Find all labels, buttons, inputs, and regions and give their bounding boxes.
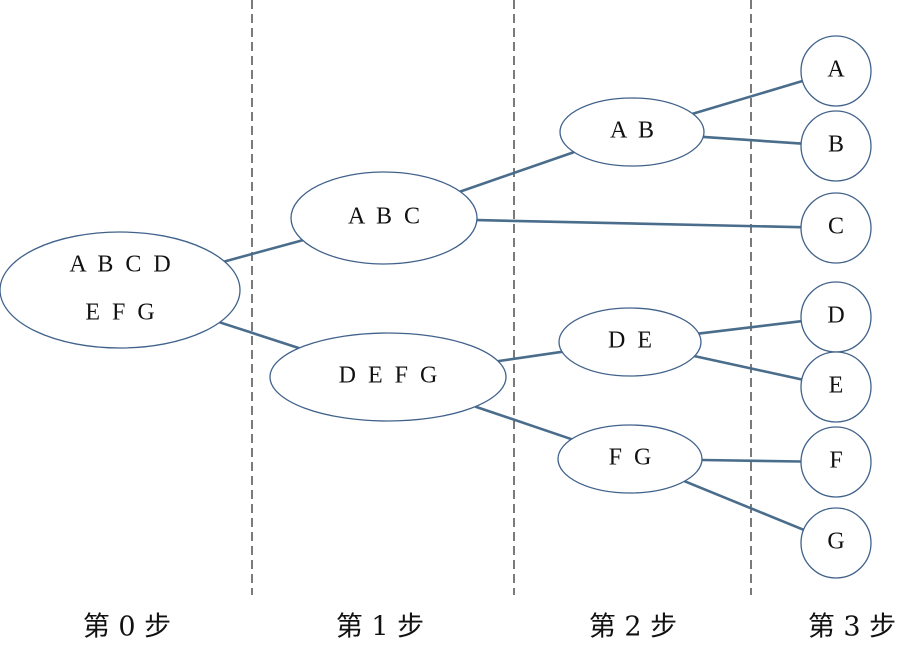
node-label-D: D	[827, 303, 844, 329]
node-label-ABC: A B C	[348, 204, 420, 230]
node-label-C: C	[828, 214, 844, 240]
node-A: A	[800, 35, 872, 107]
node-DE: D E	[558, 307, 702, 377]
node-label-AB: A B	[610, 118, 654, 144]
node-G: G	[800, 507, 872, 579]
nodes: A B C D E F G A B C D E F G A B D E F G A B C D E F G	[0, 35, 872, 579]
step-label-1: 第 1 步	[336, 612, 424, 643]
node-label-ABCDEFG-line-1: A B C D	[69, 252, 170, 278]
node-DEFG: D E F G	[269, 332, 507, 422]
edge-FG-to-G	[684, 479, 805, 532]
node-D: D	[800, 281, 872, 353]
node-label-DE: D E	[608, 328, 652, 354]
edge-AB-to-A	[692, 79, 803, 116]
edge-ABC-to-AB	[459, 150, 575, 193]
node-shape-C	[800, 192, 872, 264]
step-label-3: 第 3 步	[808, 612, 896, 643]
node-E: E	[800, 351, 872, 423]
node-label-DEFG: D E F G	[339, 363, 438, 389]
step-labels: 第 0 步 第 1 步 第 2 步 第 3 步	[83, 612, 896, 643]
node-shape-DE	[558, 307, 702, 377]
edge-ABCDEFG-to-DEFG	[219, 321, 300, 350]
node-label-FG: F G	[609, 445, 652, 471]
node-ABCDEFG: A B C D E F G	[0, 231, 241, 349]
edges	[219, 79, 805, 532]
node-label-G: G	[827, 529, 844, 555]
edge-AB-to-B	[703, 135, 802, 145]
node-label-E: E	[829, 373, 844, 399]
node-shape-FG	[557, 424, 703, 494]
edge-DEFG-to-FG	[474, 405, 572, 441]
node-AB: A B	[559, 97, 705, 167]
node-shape-DEFG	[269, 332, 507, 422]
step-label-0: 第 0 步	[83, 612, 171, 643]
node-label-ABCDEFG-line-2: E F G	[85, 300, 154, 326]
node-B: B	[800, 110, 872, 182]
edge-DE-to-E	[694, 354, 803, 381]
step-label-2: 第 2 步	[589, 612, 677, 643]
edge-DEFG-to-DE	[497, 350, 563, 363]
node-label-A: A	[827, 57, 845, 83]
node-shape-E	[800, 351, 872, 423]
node-shape-AB	[559, 97, 705, 167]
node-shape-G	[800, 507, 872, 579]
edge-FG-to-F	[701, 458, 802, 463]
node-shape-A	[800, 35, 872, 107]
edge-DE-to-D	[698, 319, 802, 335]
step-dividers	[251, 0, 752, 595]
edge-ABCDEFG-to-ABC	[224, 238, 303, 263]
edge-ABC-to-C	[476, 218, 802, 229]
node-shape-ABCDEFG	[0, 231, 241, 349]
node-shape-F	[800, 426, 872, 498]
node-label-F: F	[829, 448, 842, 474]
node-FG: F G	[557, 424, 703, 494]
node-shape-ABC	[290, 171, 478, 265]
node-ABC: A B C	[290, 171, 478, 265]
node-label-B: B	[828, 132, 844, 158]
node-F: F	[800, 426, 872, 498]
node-shape-B	[800, 110, 872, 182]
node-C: C	[800, 192, 872, 264]
